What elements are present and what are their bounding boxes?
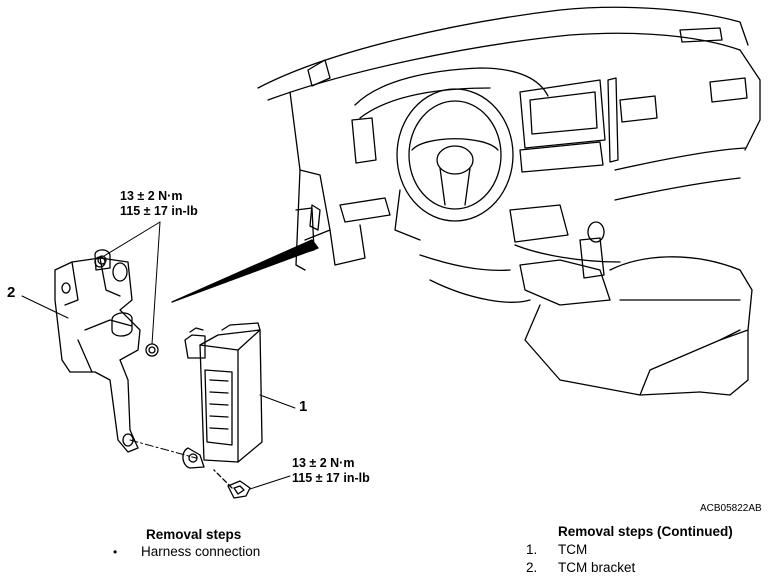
tcm-bracket bbox=[54, 249, 141, 453]
removal-steps-title: Removal steps bbox=[146, 527, 242, 542]
tcm-bolt bbox=[213, 469, 251, 499]
torque-imperial: 115 ± 17 in-lb bbox=[292, 471, 370, 485]
callout-tcm: 1 bbox=[299, 398, 308, 415]
torque-spec-upper: 13 ± 2 N·m 115 ± 17 in-lb bbox=[120, 189, 198, 219]
step-label: TCM bbox=[558, 542, 588, 557]
removal-step-item: 2. TCM bracket bbox=[526, 560, 635, 575]
torque-imperial: 115 ± 17 in-lb bbox=[120, 204, 198, 218]
torque-spec-lower: 13 ± 2 N·m 115 ± 17 in-lb bbox=[292, 456, 370, 486]
step-number: 2. bbox=[526, 560, 538, 575]
torque-metric: 13 ± 2 N·m bbox=[292, 456, 355, 470]
dashboard-interior bbox=[257, 6, 761, 396]
removal-step-item: 1. TCM bbox=[526, 542, 587, 557]
removal-step-item: • Harness connection bbox=[113, 544, 260, 559]
upper-torque-leaders bbox=[103, 221, 161, 345]
callout-bracket: 2 bbox=[7, 284, 16, 301]
alignment-line bbox=[129, 439, 197, 459]
step-label: Harness connection bbox=[141, 544, 261, 559]
torque-metric: 13 ± 2 N·m bbox=[120, 189, 183, 203]
removal-steps-continued-title: Removal steps (Continued) bbox=[558, 524, 733, 539]
tcm-unit bbox=[182, 322, 263, 469]
tcm-removal-illustration bbox=[21, 6, 761, 499]
callout-leader-2 bbox=[21, 295, 69, 319]
step-label: TCM bracket bbox=[558, 560, 636, 575]
bullet-marker: • bbox=[113, 545, 118, 559]
location-pointer bbox=[171, 239, 319, 303]
lower-torque-leader bbox=[249, 475, 291, 490]
step-number: 1. bbox=[526, 542, 538, 557]
figure-id: ACB05822AB bbox=[700, 503, 762, 514]
callout-leader-1 bbox=[259, 394, 296, 409]
